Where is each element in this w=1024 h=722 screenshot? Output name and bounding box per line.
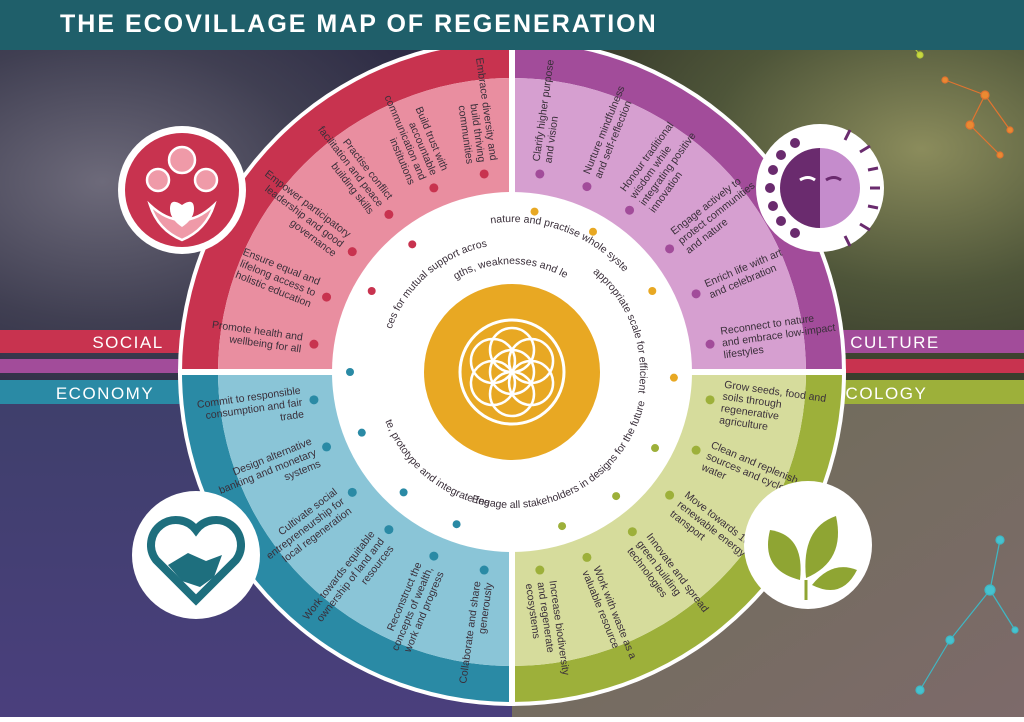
social-outer-ring [182,42,512,372]
ecology-item-dot [535,565,545,575]
whole-systems-dot [367,287,376,295]
heart-handshake-icon [147,516,245,606]
economy-label: ECONOMY [56,384,154,403]
economy-sector [218,372,512,666]
whole-systems-dot [589,227,597,236]
culture-item-dot [691,289,701,299]
economy-item-dot [309,395,319,405]
whole-systems-dot [612,492,621,501]
social-label: SOCIAL [92,333,163,352]
sun-moon-face-icon [765,129,880,247]
whole-systems-dot [651,444,660,453]
economy-item-text: trade [279,408,305,423]
network-decoration-orange [941,76,1014,159]
whole-systems-dot [346,368,354,376]
culture-label: CULTURE [850,333,940,352]
ecology-item-dot [627,527,637,537]
title-bar: THE ECOVILLAGE MAP OF REGENERATION [0,0,1024,50]
ecology-item-dot [582,552,592,562]
culture-label-band [808,330,1024,353]
social-item-dot [309,339,319,349]
ecology-item-dot [691,445,701,455]
social-item-dot [347,247,357,257]
wheel [178,38,846,706]
page-title: THE ECOVILLAGE MAP OF REGENERATION [60,10,658,38]
flower-of-life-icon [458,318,566,426]
social-item-dot [322,292,332,302]
culture-icon-badge [756,124,884,252]
social-accent-stripe [0,359,215,373]
culture-accent-stripe [808,359,1024,373]
social-item-dot [479,169,489,179]
culture-item-dot [582,182,592,192]
economy-item-dot [322,442,332,452]
culture-item-dot [625,205,635,215]
whole-systems-dot [408,240,417,249]
ecology-item-dot [705,395,715,405]
economy-item-dot [384,525,394,535]
ecology-sector [512,372,806,666]
whole-systems-dot [357,428,366,437]
network-decoration-bottom [915,535,1019,695]
culture-sector [512,78,806,372]
social-icon-badge [118,126,246,254]
whole-systems-dot [399,488,408,497]
whole-systems-dot [669,373,678,382]
ecology-item-dot [665,490,675,500]
community-people-icon [145,145,219,242]
culture-item-text: lifestyles [723,344,765,361]
culture-item-dot [705,339,715,349]
whole-systems-dot [452,520,461,529]
whole-systems-dot [558,522,567,531]
whole-systems-dot [530,207,539,216]
whole-systems-dot [648,287,657,295]
culture-item-dot [665,244,675,254]
social-sector [218,78,512,372]
social-item-dot [384,209,394,219]
culture-item-dot [535,169,545,179]
social-item-dot [429,183,439,193]
ecology-icon-badge [744,481,872,609]
ecology-label: ECOLOGY [833,384,928,403]
leaves-icon [768,516,857,600]
economy-item-dot [347,487,357,497]
social-label-band [0,330,215,353]
economy-item-dot [429,551,439,561]
economy-item-dot [479,565,489,575]
economy-icon-badge [132,491,260,619]
